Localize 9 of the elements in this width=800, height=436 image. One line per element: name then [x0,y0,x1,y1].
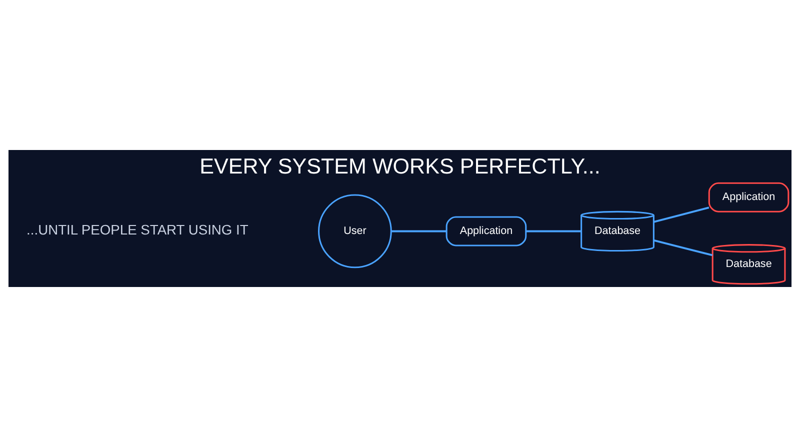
node-box: Application [708,182,790,212]
connector [653,206,710,222]
node-box: Application [446,216,527,246]
connector [526,230,582,232]
connector [391,230,446,232]
node-circle: User [318,194,392,268]
label: ...UNTIL PEOPLE START USING IT [26,221,248,238]
connector [653,238,713,256]
diagram-title: EVERY SYSTEM WORKS PERFECTLY... [200,152,600,178]
